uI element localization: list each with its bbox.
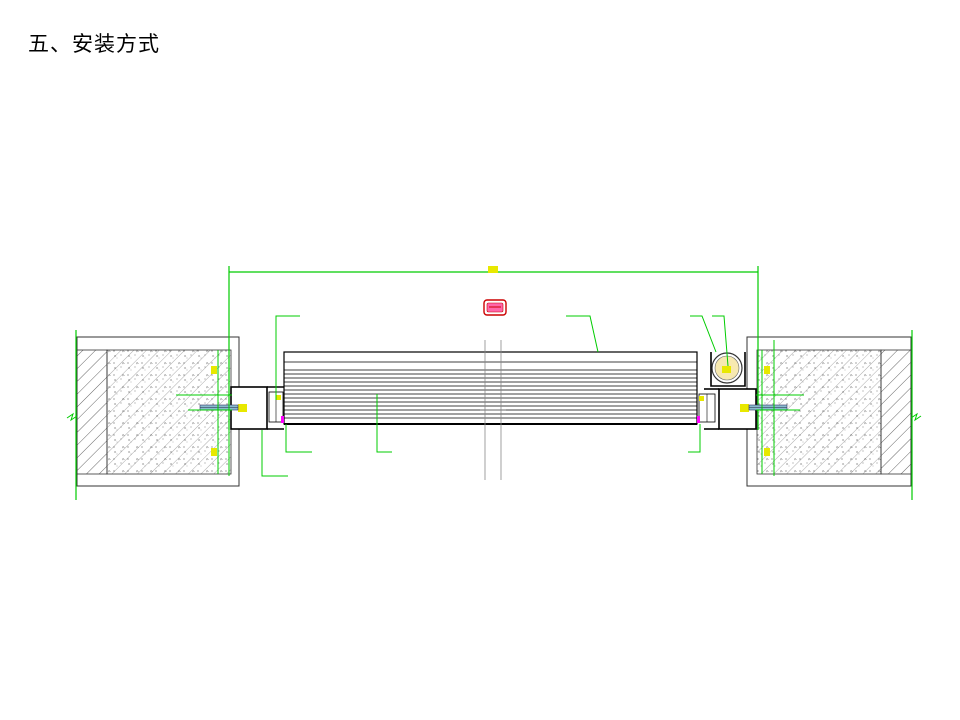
roller-blind <box>283 340 698 480</box>
right-anchor-bolt <box>748 404 788 411</box>
break-marks <box>66 412 922 422</box>
wall-markers <box>211 366 770 456</box>
right-side-channel <box>697 388 757 430</box>
left-wall <box>76 336 240 487</box>
motor-unit <box>710 352 746 387</box>
left-anchor-bolt <box>199 404 239 411</box>
center-tag <box>483 299 507 316</box>
dimension-marker <box>488 266 498 273</box>
leader-lines <box>176 315 804 477</box>
right-wall <box>746 336 912 487</box>
page-title: 五、安装方式 <box>28 32 160 56</box>
